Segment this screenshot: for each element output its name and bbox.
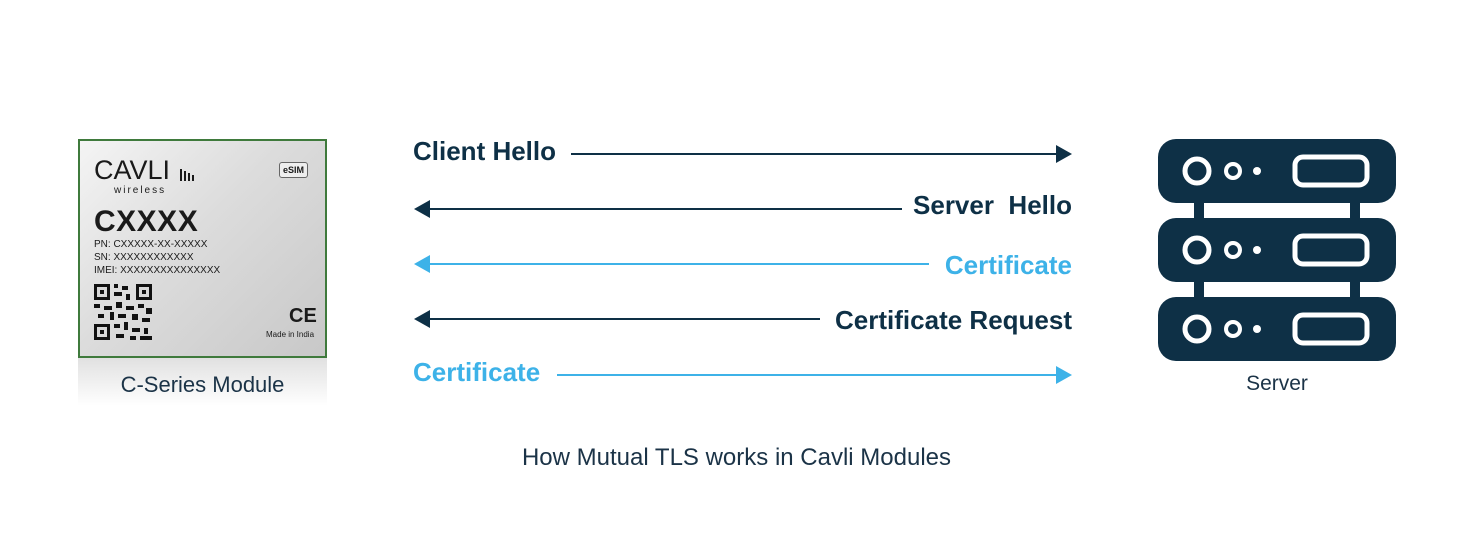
arrow-certificate-request [414, 310, 820, 328]
module-model: CXXXX [94, 205, 199, 238]
server-caption: Server [1246, 372, 1308, 395]
server-unit-2 [1158, 218, 1396, 282]
arrow-server-hello [414, 200, 902, 218]
module-chip: CAVLI wireless eSIM CXXXX PN: CXXXXX-XX-… [78, 139, 327, 358]
chip-reflection [78, 358, 327, 406]
diagram-caption: How Mutual TLS works in Cavli Modules [521, 444, 952, 471]
module-brand-sub: wireless [114, 185, 167, 196]
module-sn: SN: XXXXXXXXXXXX [94, 252, 194, 263]
made-in-label: Made in India [266, 330, 315, 339]
message-server-certificate: Certificate [944, 250, 1072, 280]
esim-badge: eSIM [279, 162, 309, 178]
arrow-client-certificate [557, 366, 1072, 384]
module-brand: CAVLI [94, 155, 171, 185]
message-client-certificate: Certificate [413, 357, 541, 387]
arrow-client-hello [571, 145, 1072, 163]
signal-bars-icon [180, 169, 194, 181]
server-rack-icon [1158, 139, 1396, 361]
module-pn: PN: CXXXXX-XX-XXXXX [94, 239, 208, 250]
qr-code-icon [94, 284, 152, 340]
server-unit-3 [1158, 297, 1396, 361]
server-unit-1 [1158, 139, 1396, 203]
module-imei: IMEI: XXXXXXXXXXXXXXX [94, 265, 221, 276]
message-server-hello: Server Hello [913, 190, 1072, 220]
message-certificate-request: Certificate Request [835, 305, 1072, 335]
ce-mark: CE [289, 305, 317, 327]
arrow-server-certificate [414, 255, 929, 273]
module-caption: C-Series Module [120, 372, 285, 397]
message-client-hello: Client Hello [413, 136, 557, 166]
